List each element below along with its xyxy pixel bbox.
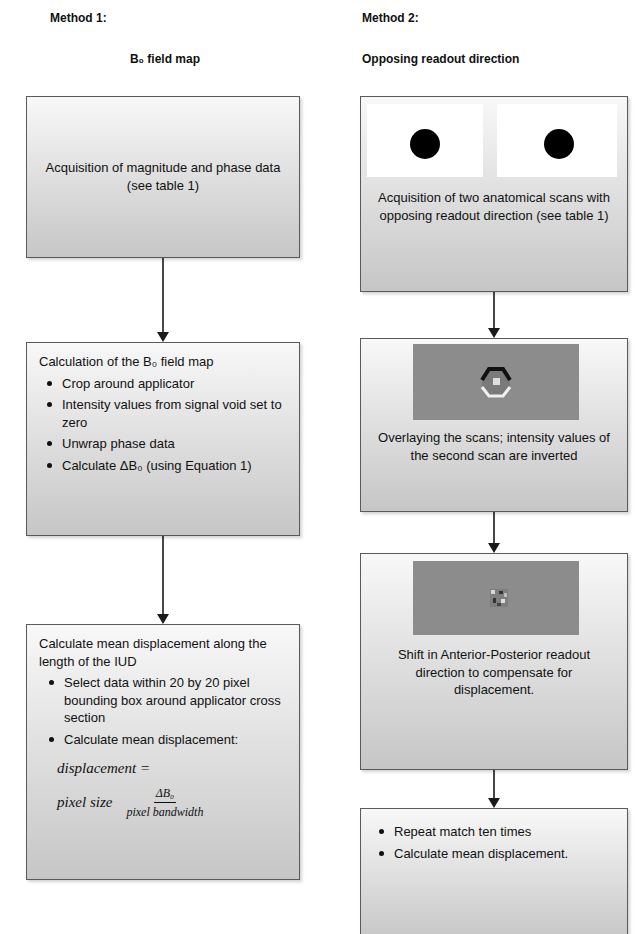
- bullet-dot: [379, 851, 384, 856]
- method-heading: Opposing readout direction: [362, 52, 519, 66]
- box-content: Calculate mean displacement along the le…: [27, 625, 299, 832]
- bullet-text: Calculate mean displacement.: [394, 845, 568, 863]
- formula-text: displacement =: [57, 758, 287, 778]
- bullet-item: Unwrap phase data: [43, 435, 287, 453]
- process-box: Shift in Anterior-Posterior readout dire…: [360, 553, 628, 770]
- flow-arrow: [157, 536, 169, 624]
- box-heading: Calculate mean displacement along the le…: [39, 635, 287, 670]
- method-heading: Method 2:: [362, 11, 419, 25]
- box-text: Acquisition of magnitude and phase data …: [41, 159, 285, 194]
- flow-arrow: [488, 292, 500, 338]
- box-content: Calculation of the B₀ field mapCrop arou…: [27, 343, 299, 486]
- fraction-denominator: pixel bandwidth: [126, 803, 203, 820]
- box-text: Shift in Anterior-Posterior readout dire…: [379, 646, 609, 699]
- box-content: Shift in Anterior-Posterior readout dire…: [361, 554, 627, 711]
- bullet-text: Calculate ΔB₀ (using Equation 1): [62, 457, 252, 475]
- box-content: Overlaying the scans; intensity values o…: [361, 339, 627, 476]
- method-heading: B₀ field map: [130, 52, 200, 66]
- box-text: Acquisition of two anatomical scans with…: [373, 189, 615, 224]
- process-box: Calculate mean displacement along the le…: [26, 624, 300, 880]
- formula-fraction: ΔB₀pixel bandwidth: [126, 785, 203, 820]
- process-box: Overlaying the scans; intensity values o…: [360, 338, 628, 512]
- flow-arrow: [488, 512, 500, 553]
- bullet-dot: [47, 402, 52, 407]
- method-heading: Method 1:: [50, 11, 107, 25]
- bullet-item: Calculate mean displacement:: [45, 731, 287, 749]
- bullet-text: Select data within 20 by 20 pixel boundi…: [64, 674, 287, 727]
- bullet-item: Calculate mean displacement.: [375, 845, 617, 863]
- bullet-dot: [379, 829, 384, 834]
- flow-arrow: [157, 258, 169, 342]
- bullet-text: Intensity values from signal void set to…: [62, 396, 287, 431]
- bullet-dot: [49, 680, 54, 685]
- bullet-item: Calculate ΔB₀ (using Equation 1): [43, 457, 287, 475]
- bullet-text: Calculate mean displacement:: [64, 731, 238, 749]
- formula-line: pixel size ΔB₀pixel bandwidth: [57, 785, 287, 820]
- bullet-text: Repeat match ten times: [394, 823, 531, 841]
- bullet-item: Crop around applicator: [43, 375, 287, 393]
- bullet-dot: [47, 441, 52, 446]
- box-content: Repeat match ten timesCalculate mean dis…: [361, 809, 627, 872]
- formula-text: pixel size: [57, 792, 112, 812]
- flow-arrow: [488, 770, 500, 808]
- fraction-numerator: ΔB₀: [154, 785, 177, 803]
- bullet-dot: [49, 737, 54, 742]
- process-box: Acquisition of magnitude and phase data …: [26, 96, 300, 258]
- bullet-dot: [47, 463, 52, 468]
- bullet-item: Intensity values from signal void set to…: [43, 396, 287, 431]
- process-box: Acquisition of two anatomical scans with…: [360, 96, 628, 292]
- formula: displacement = pixel size ΔB₀pixel bandwid…: [57, 758, 287, 820]
- bullet-text: Crop around applicator: [62, 375, 194, 393]
- bullet-item: Select data within 20 by 20 pixel boundi…: [45, 674, 287, 727]
- box-content: Acquisition of magnitude and phase data …: [27, 149, 299, 204]
- box-content: Acquisition of two anatomical scans with…: [361, 97, 627, 236]
- process-box: Calculation of the B₀ field mapCrop arou…: [26, 342, 300, 536]
- bullet-text: Unwrap phase data: [62, 435, 175, 453]
- bullet-item: Repeat match ten times: [375, 823, 617, 841]
- process-box: Repeat match ten timesCalculate mean dis…: [360, 808, 628, 934]
- box-heading: Calculation of the B₀ field map: [39, 353, 287, 371]
- scan-pair-illustration: [367, 104, 623, 184]
- shift-illustration: [413, 561, 579, 635]
- overlay-illustration: [413, 344, 579, 420]
- box-text: Overlaying the scans; intensity values o…: [375, 429, 613, 464]
- bullet-dot: [47, 381, 52, 386]
